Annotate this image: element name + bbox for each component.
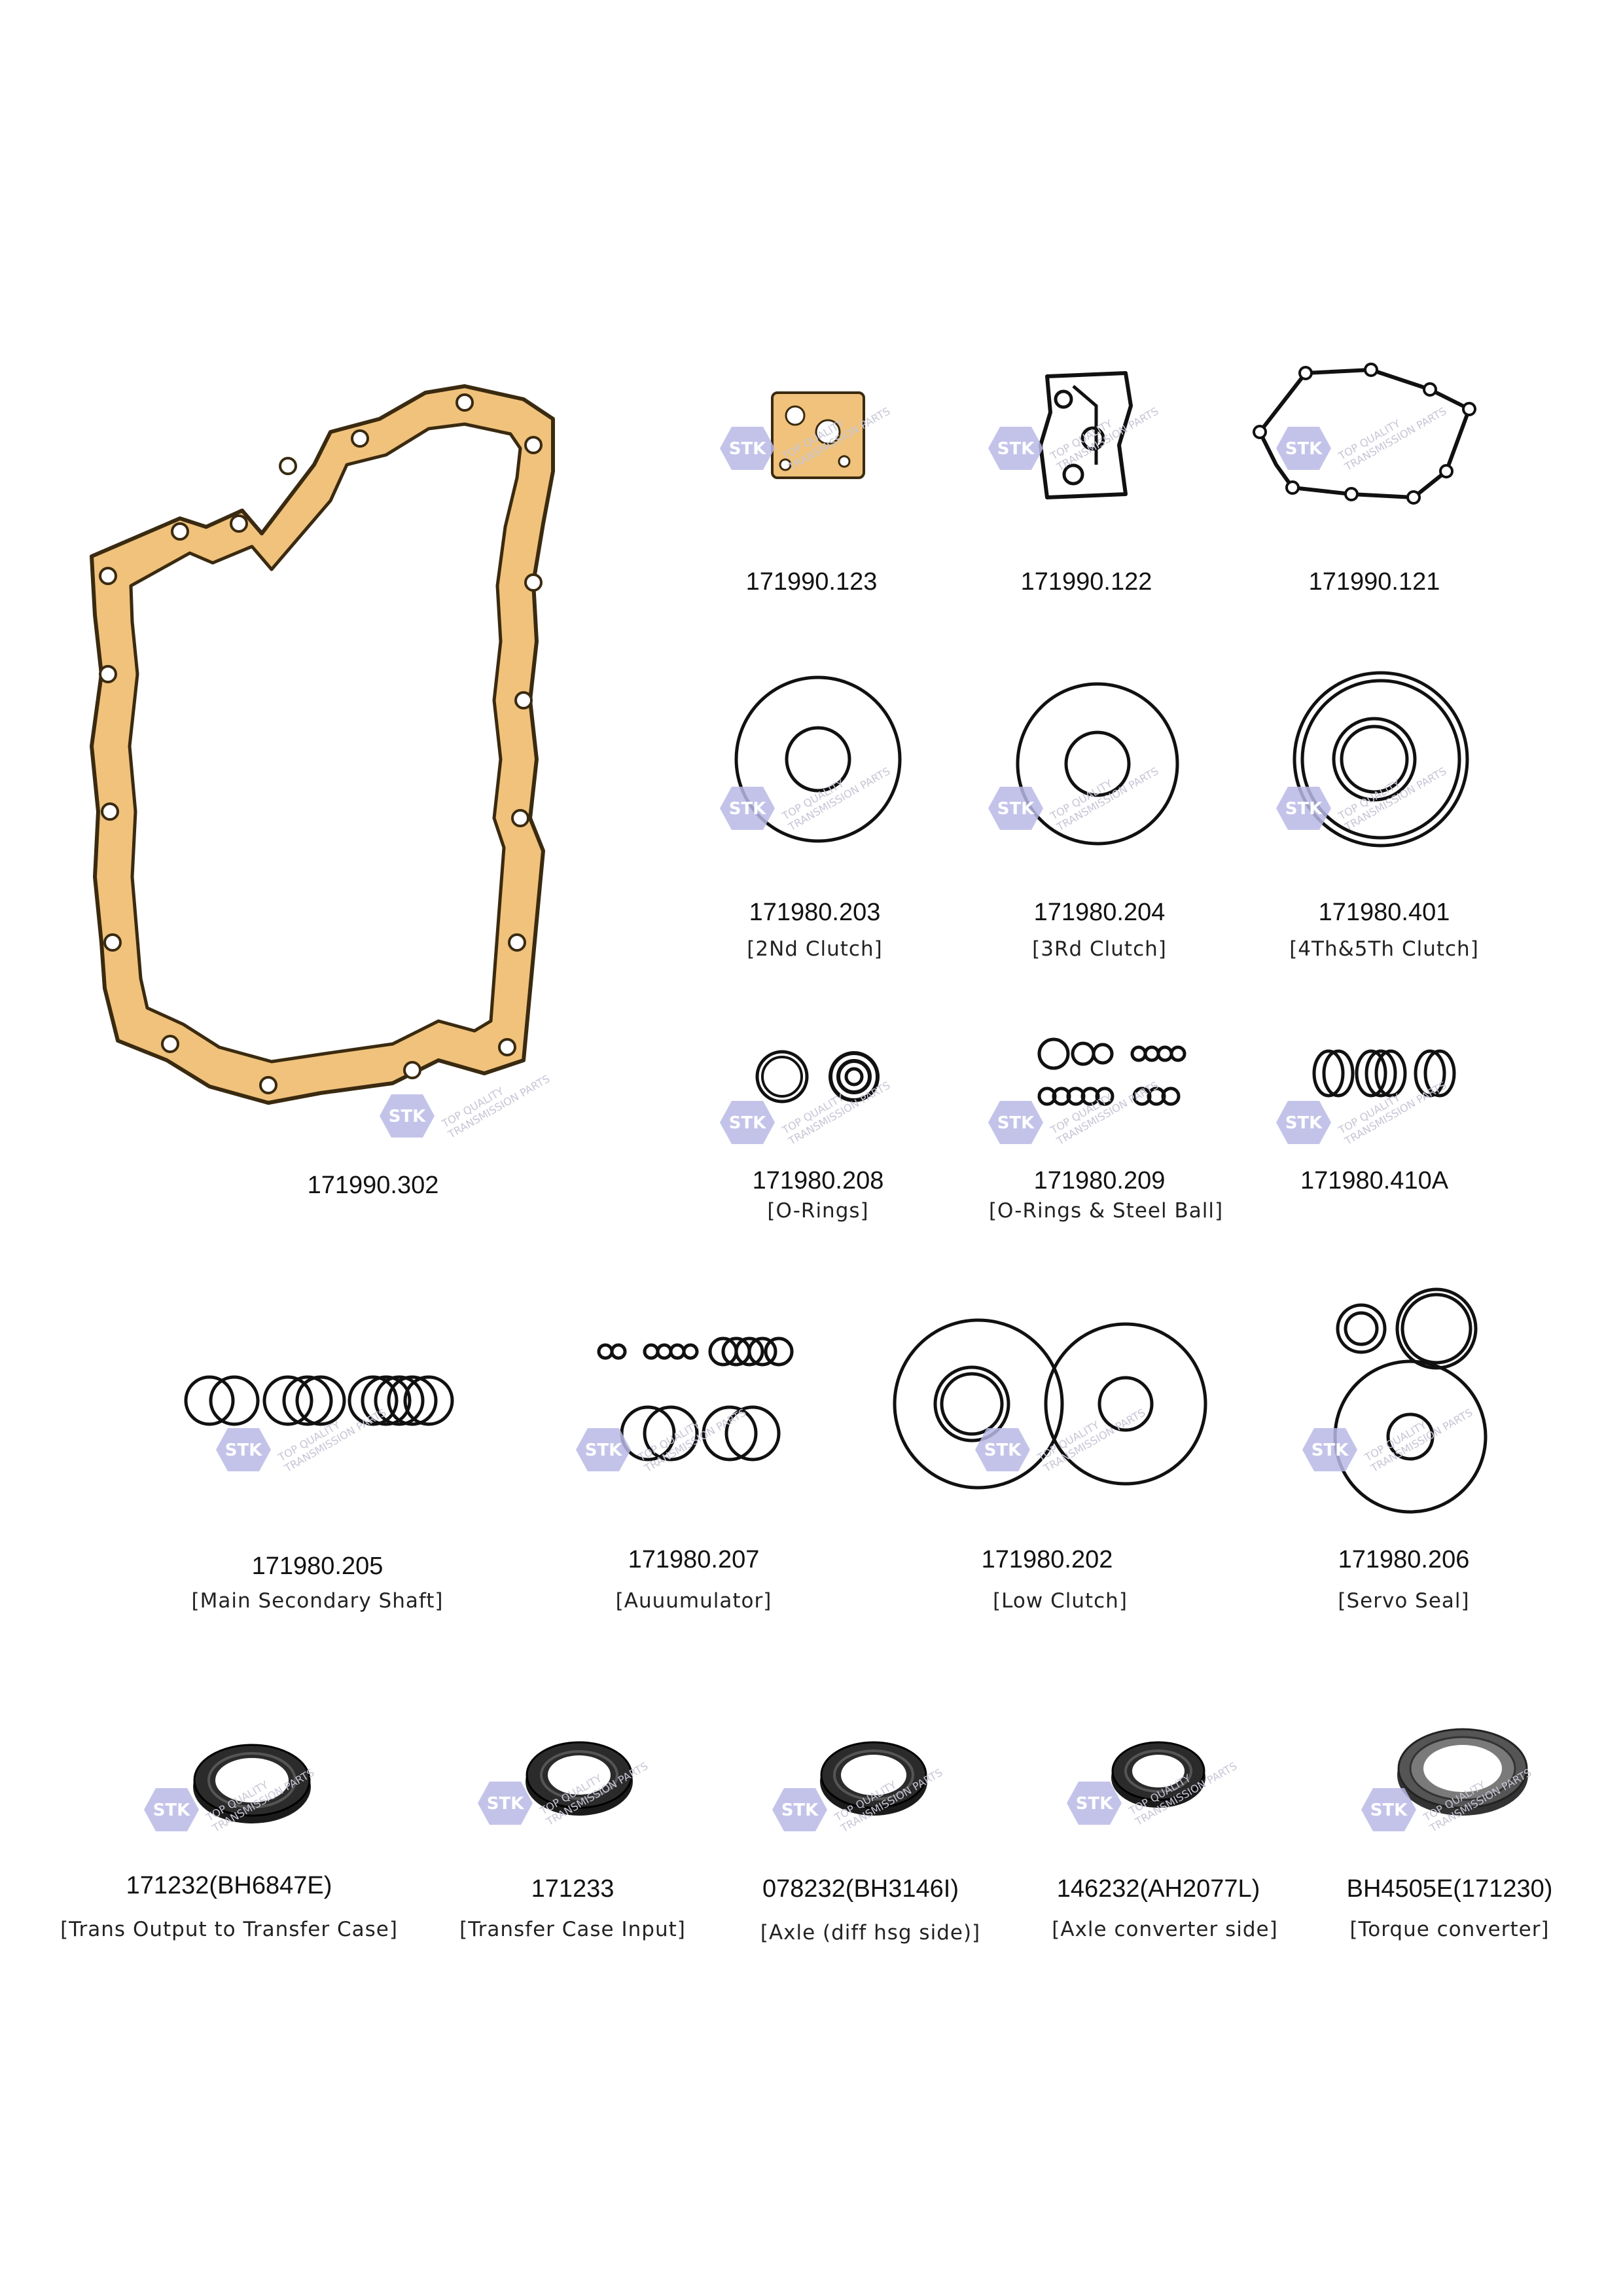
watermark-logo: STK <box>1302 1428 1357 1471</box>
svg-text:STK: STK <box>1311 1441 1349 1460</box>
svg-text:STK: STK <box>1076 1794 1113 1814</box>
svg-text:STK: STK <box>997 439 1035 459</box>
watermark-logo: STK <box>144 1788 199 1831</box>
part-number-label: 171232(BH6847E) <box>126 1872 332 1899</box>
oil-pan-gasket-image <box>90 384 555 1105</box>
part-number-label: 171980.209 <box>1033 1167 1166 1194</box>
o-rings-image <box>755 1050 880 1103</box>
part-description: [O-Rings & Steel Ball] <box>988 1199 1224 1223</box>
watermark-logo: STK <box>1276 1101 1331 1144</box>
oil-seal-image <box>526 1741 633 1816</box>
svg-text:STK: STK <box>389 1107 426 1126</box>
part-description: [Auuumulator] <box>615 1589 772 1613</box>
part-number-label: 171980.401 <box>1318 899 1450 926</box>
part-number-label: 171980.204 <box>1033 899 1166 926</box>
part-number-label: 171990.121 <box>1308 568 1440 596</box>
watermark-logo: STK <box>720 1101 775 1144</box>
part-description: [Servo Seal] <box>1338 1589 1470 1613</box>
part-number-label: 171990.302 <box>307 1172 439 1199</box>
part-description: [Transfer Case Input] <box>459 1918 686 1941</box>
part-number-label: 146232(AH2077L) <box>1056 1875 1260 1903</box>
svg-text:STK: STK <box>997 1113 1035 1133</box>
svg-text:STK: STK <box>984 1441 1022 1460</box>
part-description: [Low Clutch] <box>993 1589 1128 1613</box>
svg-text:STK: STK <box>729 799 766 819</box>
servo-seal-rings-image <box>1333 1287 1488 1514</box>
oil-seal-image <box>193 1744 311 1823</box>
part-number-label: 171990.123 <box>745 568 878 596</box>
watermark-logo: STK <box>1067 1782 1122 1825</box>
ring-set-image <box>184 1375 454 1426</box>
watermark-logo: STK <box>988 1101 1043 1144</box>
oil-seal-image <box>820 1741 927 1816</box>
watermark-logo: STK <box>478 1782 533 1825</box>
watermark-logo: STK <box>576 1428 631 1471</box>
part-description: [Trans Output to Transfer Case] <box>60 1918 398 1941</box>
part-number-label: 171990.122 <box>1020 568 1152 596</box>
watermark-logo: STK <box>380 1094 435 1138</box>
svg-text:STK: STK <box>1285 1113 1323 1133</box>
svg-text:STK: STK <box>1370 1801 1408 1820</box>
watermark-logo: STK <box>1276 787 1331 830</box>
low-clutch-rings-image <box>893 1318 1207 1490</box>
part-number-label: 171980.205 <box>251 1552 383 1580</box>
svg-text:STK: STK <box>487 1794 524 1814</box>
part-number-label: BH4505E(171230) <box>1346 1875 1553 1903</box>
svg-text:STK: STK <box>781 1801 819 1820</box>
part-description: [Axle converter side] <box>1052 1918 1278 1941</box>
part-number-label: 171233 <box>531 1875 615 1903</box>
part-number-label: 171980.410A <box>1300 1167 1449 1194</box>
svg-text:STK: STK <box>997 799 1035 819</box>
watermark-logo: STK <box>720 427 775 470</box>
svg-text:STK: STK <box>153 1801 190 1820</box>
part-number-label: 171980.202 <box>981 1546 1113 1573</box>
part-number-label: 171980.208 <box>752 1167 884 1194</box>
part-description: [4Th&5Th Clutch] <box>1289 937 1479 961</box>
part-number-label: 171980.203 <box>749 899 881 926</box>
watermark-logo: STK <box>772 1788 827 1831</box>
watermark-logo: STK <box>988 427 1043 470</box>
part-number-label: 171980.207 <box>628 1546 760 1573</box>
part-description: [3Rd Clutch] <box>1032 937 1167 961</box>
part-description: [Torque converter] <box>1349 1918 1550 1941</box>
watermark-logo: STK <box>975 1428 1030 1471</box>
part-description: [O-Rings] <box>767 1199 869 1223</box>
part-description: [Main Secondary Shaft] <box>191 1589 444 1613</box>
svg-text:STK: STK <box>1285 439 1323 459</box>
svg-text:STK: STK <box>729 439 766 459</box>
svg-text:STK: STK <box>585 1441 622 1460</box>
watermark-logo: STK <box>720 787 775 830</box>
o-rings-steel-ball-image <box>1037 1037 1186 1106</box>
svg-text:STK: STK <box>729 1113 766 1133</box>
black-plate-gasket-image <box>1039 371 1133 499</box>
watermark-logo: STK <box>1361 1788 1416 1831</box>
cover-gasket-image <box>1253 363 1476 505</box>
oil-seal-image <box>1397 1728 1528 1816</box>
part-description: [2Nd Clutch] <box>747 937 883 961</box>
part-description: [Axle (diff hsg side)] <box>760 1921 981 1945</box>
svg-text:STK: STK <box>1285 799 1323 819</box>
svg-text:STK: STK <box>225 1441 262 1460</box>
part-number-label: 171980.206 <box>1338 1546 1470 1573</box>
clutch-seal-rings-image <box>1293 671 1469 848</box>
oil-seal-image <box>1111 1741 1205 1808</box>
valve-body-gasket-image <box>771 391 865 479</box>
part-number-label: 078232(BH3146I) <box>762 1875 959 1903</box>
clutch-seal-rings-image <box>734 675 902 843</box>
clutch-seal-rings-image <box>1016 682 1179 846</box>
watermark-logo: STK <box>1276 427 1331 470</box>
watermark-logo: STK <box>216 1428 271 1471</box>
seal-rings-image <box>1312 1049 1456 1098</box>
watermark-logo: STK <box>988 787 1043 830</box>
